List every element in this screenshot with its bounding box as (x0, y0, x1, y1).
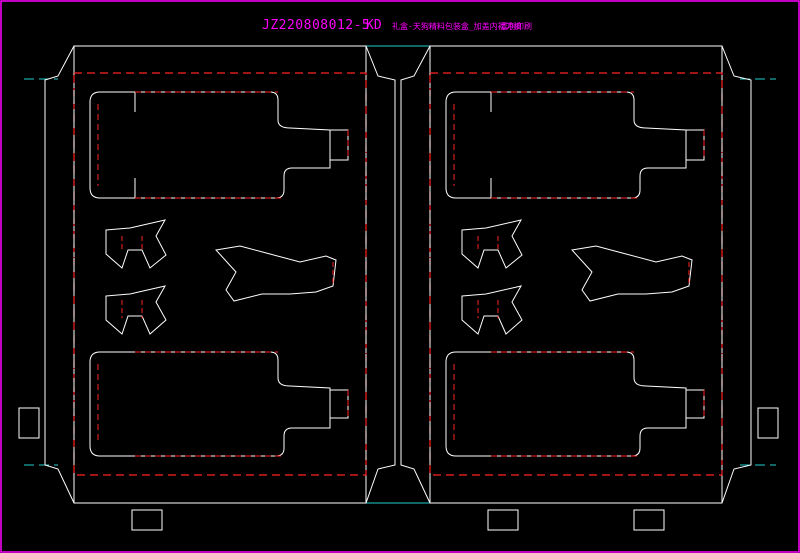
tab-bottom (131, 509, 163, 531)
bottle-cutout-top (89, 91, 349, 199)
drawing-title: JZ220808012-5 KD 礼盒-天狗精料包装盒_加盖内衬刀模 嘉利印刷 (0, 18, 800, 38)
drawing-note: 嘉利印刷 (500, 22, 532, 31)
panel-left (18, 45, 396, 531)
tab-right (757, 407, 779, 439)
center-guides (24, 78, 776, 466)
panel-right-mirror-fix (372, 80, 779, 531)
drawing-code: JZ220808012-5 (262, 18, 371, 33)
small-cutouts-fold (121, 236, 334, 318)
center-bridge (366, 45, 432, 504)
fold-frame (73, 72, 367, 476)
drawing-description: 礼盒-天狗精料包装盒_加盖内衬刀模 (392, 22, 522, 31)
bottle-cutout-top-fold (97, 91, 349, 199)
drawing-type: KD (366, 18, 382, 33)
small-cutouts (105, 219, 337, 335)
fold-frame-dash-white (73, 90, 367, 460)
bottle-cutout-bottom-fold (97, 351, 349, 457)
bottle-cutout-bottom (89, 351, 349, 457)
panel-right (374, 45, 752, 531)
tab-bottom-right (633, 509, 665, 531)
tab-left (18, 407, 40, 439)
